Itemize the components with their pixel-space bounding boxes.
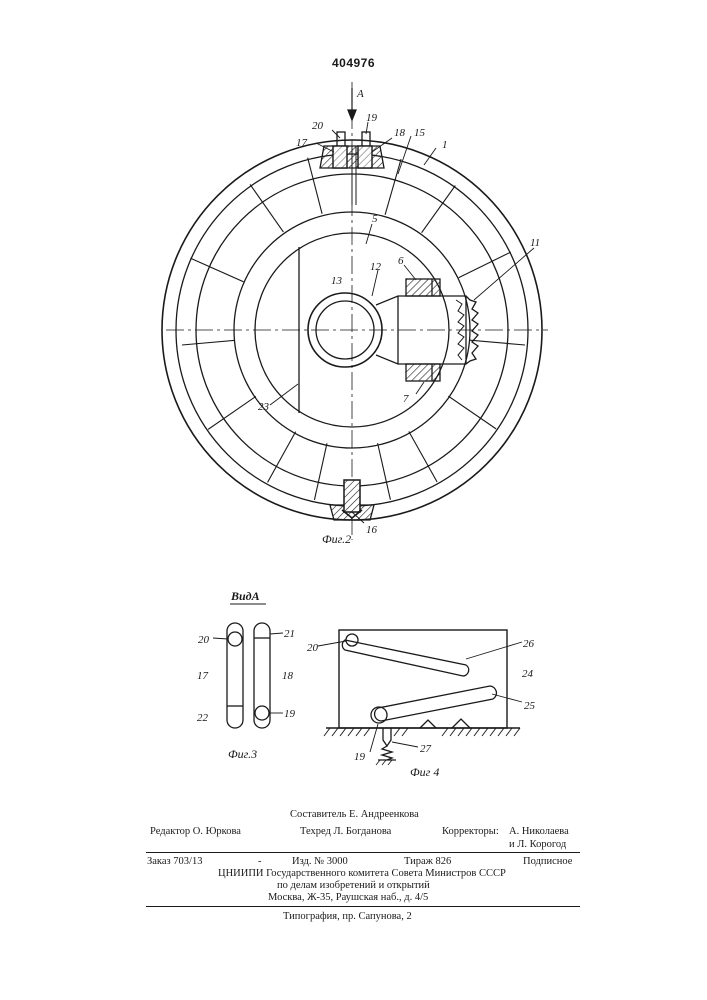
fig4-label-26: 26 bbox=[523, 638, 535, 650]
editor-line: Редактор О. Юркова bbox=[150, 825, 241, 838]
fig2-label-18: 18 bbox=[394, 127, 406, 139]
compiler-line: Составитель Е. Андреенкова bbox=[290, 808, 419, 821]
fig2-label-16: 16 bbox=[366, 524, 378, 536]
fig4-label-24: 24 bbox=[522, 668, 534, 680]
ring-segments bbox=[182, 128, 525, 520]
fig2-label-12: 12 bbox=[370, 261, 382, 273]
divider-top bbox=[146, 852, 580, 853]
fig4-caption: Фиг 4 bbox=[410, 765, 439, 779]
fig2-label-5: 5 bbox=[372, 213, 378, 225]
bottom-pin-16 bbox=[330, 480, 374, 520]
fig3-label-19: 19 bbox=[284, 708, 296, 720]
correctors-label: Корректоры: bbox=[442, 825, 499, 838]
printer-line: Типография, пр. Сапунова, 2 bbox=[283, 910, 412, 923]
subscription: Подписное bbox=[523, 855, 572, 868]
fig2-label-7: 7 bbox=[403, 393, 409, 405]
org-line-3: Москва, Ж-35, Раушская наб., д. 4/5 bbox=[268, 891, 428, 904]
fig2-label-1: 1 bbox=[442, 139, 448, 151]
fig2-label-23: 23 bbox=[258, 401, 270, 413]
fig3-label-17: 17 bbox=[197, 670, 209, 682]
fig2-label-6: 6 bbox=[398, 255, 404, 267]
fig2-label-19: 19 bbox=[366, 112, 378, 124]
fig4-label-25: 25 bbox=[524, 700, 536, 712]
divider-bottom bbox=[146, 906, 580, 907]
view-a-caption: ВидА bbox=[230, 589, 260, 603]
fig3-label-21: 21 bbox=[284, 628, 295, 640]
fig2-caption: Фиг.2 bbox=[322, 532, 351, 546]
tech-editor-line: Техред Л. Богданова bbox=[300, 825, 391, 838]
fig4-label-20: 20 bbox=[307, 642, 319, 654]
fig2-label-15: 15 bbox=[414, 127, 426, 139]
figure-3-drawing bbox=[227, 623, 270, 728]
view-arrow bbox=[348, 88, 356, 120]
fig3-label-22: 22 bbox=[197, 712, 209, 724]
fig2-label-20: 20 bbox=[312, 120, 324, 132]
fig4-label-27: 27 bbox=[420, 743, 432, 755]
fig2-label-13: 13 bbox=[331, 275, 343, 287]
fig2-label-11: 11 bbox=[530, 237, 540, 249]
fig3-label-18: 18 bbox=[282, 670, 294, 682]
order-number: Заказ 703/13 bbox=[147, 855, 202, 868]
corrector-1: А. Николаева bbox=[509, 825, 569, 838]
fig4-label-19: 19 bbox=[354, 751, 366, 763]
corrector-2: и Л. Корогод bbox=[509, 838, 566, 851]
fig3-caption: Фиг.3 bbox=[228, 747, 257, 761]
fig2-label-17: 17 bbox=[296, 137, 308, 149]
fig3-label-20: 20 bbox=[198, 634, 210, 646]
fig2-label-arrow: А bbox=[356, 88, 364, 100]
